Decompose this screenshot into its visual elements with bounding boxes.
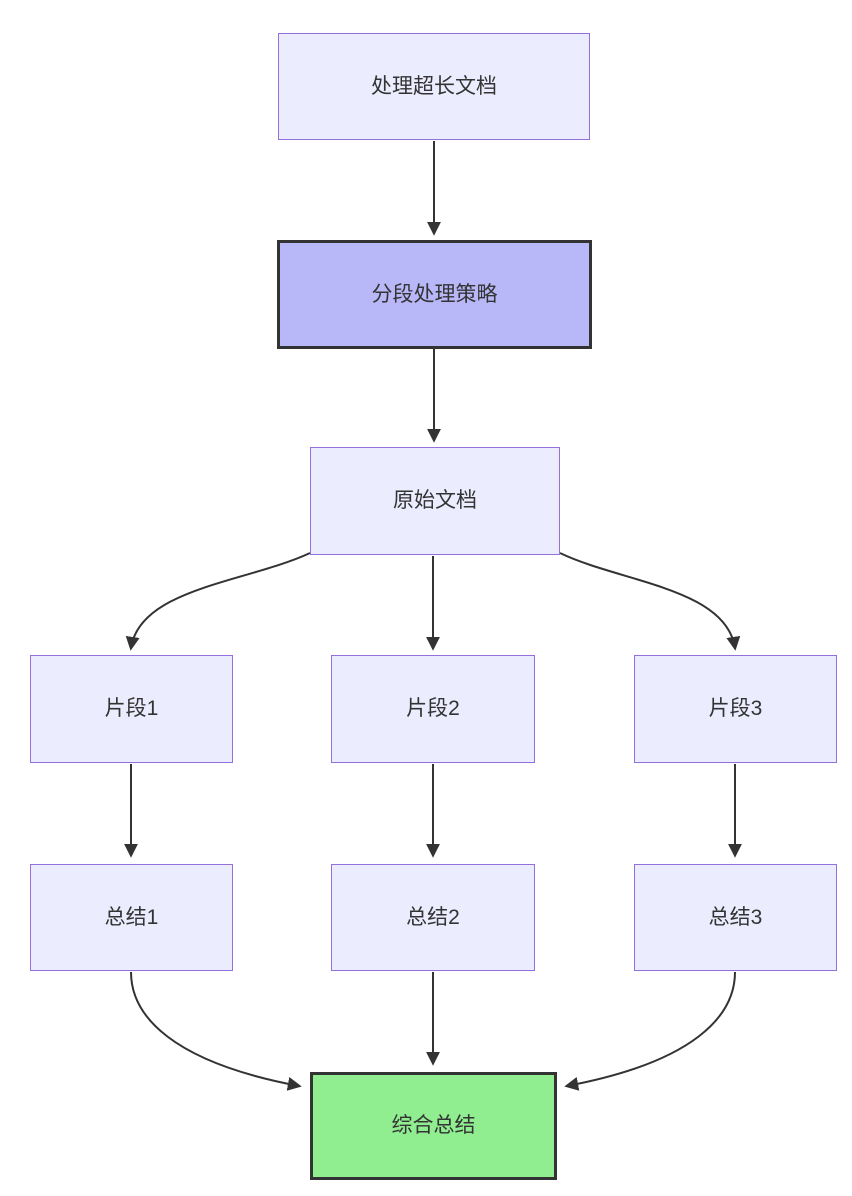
node-original-document: 原始文档 bbox=[310, 447, 560, 555]
node-label: 综合总结 bbox=[391, 1114, 476, 1138]
edge-summary3-to-final bbox=[564, 971, 736, 1091]
edge-original-to-fragment1 bbox=[125, 552, 311, 651]
node-label: 处理超长文档 bbox=[371, 74, 497, 98]
node-label: 片段2 bbox=[406, 697, 460, 721]
node-fragment-2: 片段2 bbox=[331, 655, 535, 763]
node-label: 总结1 bbox=[104, 905, 159, 929]
node-segmentation-strategy: 分段处理策略 bbox=[277, 240, 592, 349]
node-label: 总结3 bbox=[708, 905, 763, 929]
node-process-long-document: 处理超长文档 bbox=[278, 33, 590, 140]
node-summary-1: 总结1 bbox=[30, 864, 233, 971]
node-fragment-1: 片段1 bbox=[30, 655, 233, 763]
node-label: 分段处理策略 bbox=[371, 282, 498, 306]
node-summary-3: 总结3 bbox=[634, 864, 837, 971]
node-final-summary: 综合总结 bbox=[310, 1072, 557, 1180]
edge-original-to-fragment3 bbox=[559, 552, 741, 651]
node-label: 片段3 bbox=[708, 697, 763, 721]
node-label: 原始文档 bbox=[393, 489, 477, 513]
edge-summary1-to-final bbox=[130, 971, 302, 1091]
node-label: 总结2 bbox=[406, 905, 460, 929]
node-label: 片段1 bbox=[104, 697, 159, 721]
node-fragment-3: 片段3 bbox=[634, 655, 837, 763]
node-summary-2: 总结2 bbox=[331, 864, 535, 971]
